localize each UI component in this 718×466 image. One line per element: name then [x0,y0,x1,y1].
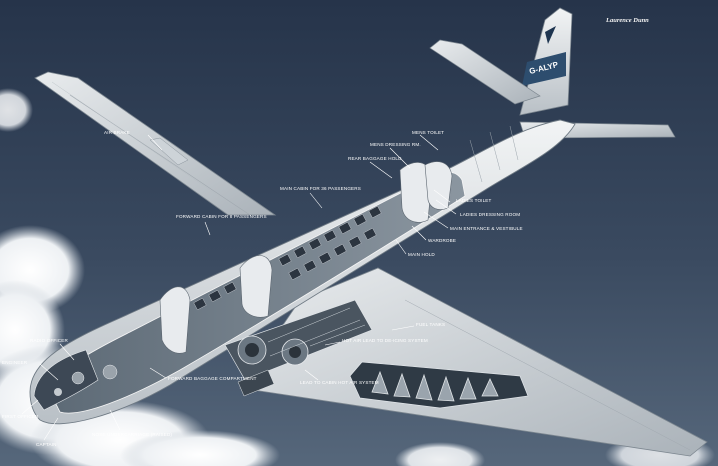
label-first-officer: First officer [2,414,39,419]
cockpit [33,349,118,411]
passenger-seats [193,205,382,311]
label-rear-baggage-hold: Rear baggage hold [348,156,402,161]
bulkheads [159,161,453,354]
fuselage-frames [469,125,519,183]
left-wing [34,71,277,216]
jet-engines [224,299,373,397]
label-mens-dressing-room: Mens dressing rm. [370,142,421,147]
label-main-hold: Main hold [408,252,435,257]
label-engineer: Engineer [2,360,28,365]
label-hot-air: Hot air lead to de-icing system [342,338,428,343]
label-main-cabin: Main cabin for 36 passengers [280,186,361,191]
label-cabin-hot-air: Lead to cabin hot air system [300,380,379,385]
label-mens-toilet: Mens toilet [412,130,444,135]
label-forward-baggage: Forward baggage compartment [168,376,257,381]
label-forward-cabin: Forward cabin for 8 passengers [176,214,267,219]
label-nose-undercarriage: Nose undercarriage (raised) [92,432,172,437]
label-radio-officer: Radio officer [30,338,68,343]
label-ladies-dressing-room: Ladies dressing room [460,212,520,217]
label-air-brake: Air brake [104,130,130,135]
artist-signature: Laurence Dunn [605,17,649,24]
label-wardrobe: Wardrobe [428,238,456,243]
tail-fin [519,7,573,116]
label-fuel-tanks: Fuel tanks [416,322,445,327]
label-captain: Captain [36,442,57,447]
callout-labels: Air brake Forward cabin for 8 passengers… [2,130,523,447]
leader-lines [21,134,457,441]
label-ladies-toilet: Ladies toilet [456,198,492,203]
label-main-entrance: Main entrance & vestibule [450,226,523,231]
